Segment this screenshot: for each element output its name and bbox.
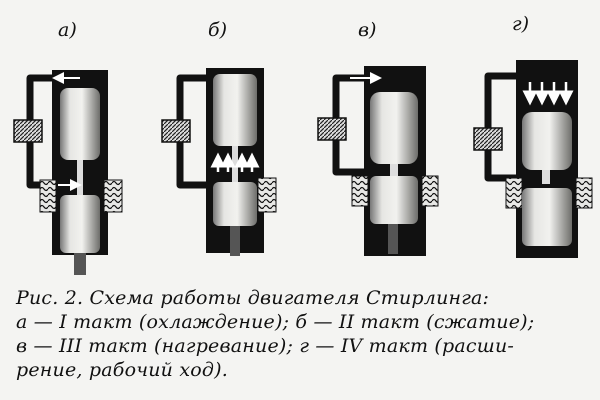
caption-line-4: рение, рабочий ход). — [16, 359, 228, 381]
caption-line-1: Рис. 2. Схема работы двигателя Стирлинга… — [16, 287, 490, 309]
regenerator — [13, 119, 43, 143]
panel-label-b: б) — [208, 19, 227, 41]
engine-panel-b — [161, 68, 277, 256]
displacer-piston — [60, 88, 100, 160]
displacer-piston — [213, 74, 257, 146]
stirling-engine-diagram: а) б) в) г) — [13, 13, 593, 275]
power-piston — [213, 182, 257, 226]
panel-label-g: г) — [512, 13, 529, 35]
figure-caption: Рис. 2. Схема работы двигателя Стирлинга… — [16, 286, 588, 382]
engine-panel-a — [13, 70, 123, 275]
displacer-piston — [522, 112, 572, 170]
arrow-up-icon — [210, 152, 260, 172]
regenerator — [317, 117, 347, 141]
engine-panel-g — [473, 60, 593, 258]
arrow-down-icon — [522, 82, 574, 106]
displacer-piston — [370, 92, 418, 164]
caption-line-2: а — I такт (охлаждение); б — II такт (сж… — [16, 311, 535, 333]
regenerator — [161, 119, 191, 143]
engine-panel-v — [317, 66, 439, 256]
power-piston — [522, 188, 572, 246]
caption-line-3: в — III такт (нагревание); г — IV такт (… — [16, 335, 515, 357]
regenerator — [473, 127, 503, 151]
panel-label-a: а) — [58, 19, 77, 41]
power-piston — [370, 176, 418, 224]
panel-label-v: в) — [358, 19, 376, 41]
power-piston — [60, 195, 100, 253]
